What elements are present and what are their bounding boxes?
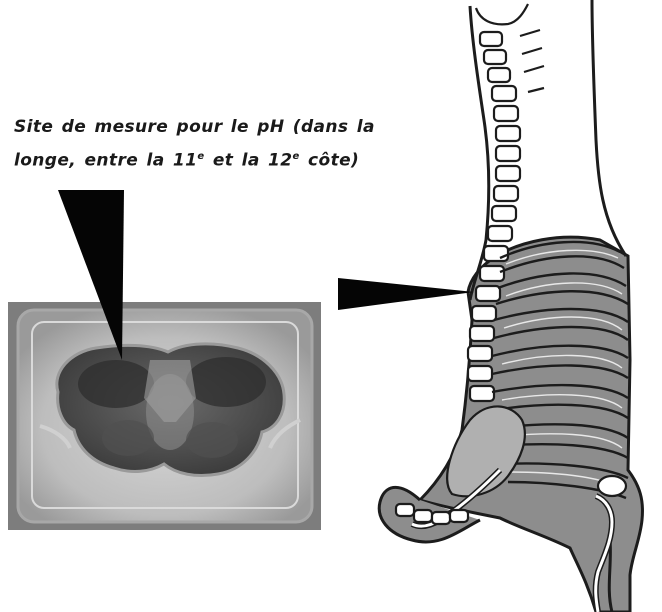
- loin-chop-photo: [8, 302, 321, 530]
- pointer-to-carcass: [338, 278, 474, 310]
